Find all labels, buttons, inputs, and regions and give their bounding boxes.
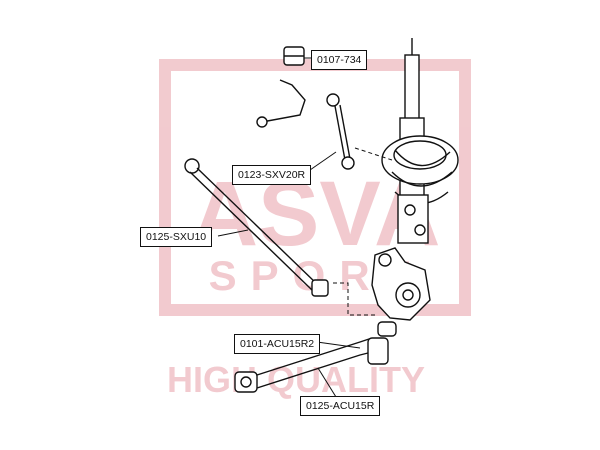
watermark: ASVA SPORT HIGH QUALITY	[159, 59, 471, 400]
callout-0101-ACU15R2[interactable]: 0101-ACU15R2	[234, 334, 321, 354]
stabilizer-bar	[256, 79, 306, 128]
callout-0125-ACU15R[interactable]: 0125-ACU15R	[300, 396, 381, 416]
knuckle	[371, 247, 431, 337]
callout-0123-SXV20R[interactable]: 0123-SXV20R	[232, 165, 312, 185]
stabilizer-link	[326, 93, 355, 170]
watermark-tagline: HIGH QUALITY	[167, 359, 425, 400]
callout-0107-734[interactable]: 0107-734	[311, 50, 368, 70]
strut-assembly	[381, 38, 459, 244]
trailing-arm	[184, 158, 329, 297]
callout-0125-SXU10[interactable]: 0125-SXU10	[140, 227, 213, 247]
bushing	[283, 46, 305, 66]
guide-lines	[333, 147, 393, 316]
leader-lines	[217, 57, 361, 398]
lower-arm	[234, 337, 389, 393]
